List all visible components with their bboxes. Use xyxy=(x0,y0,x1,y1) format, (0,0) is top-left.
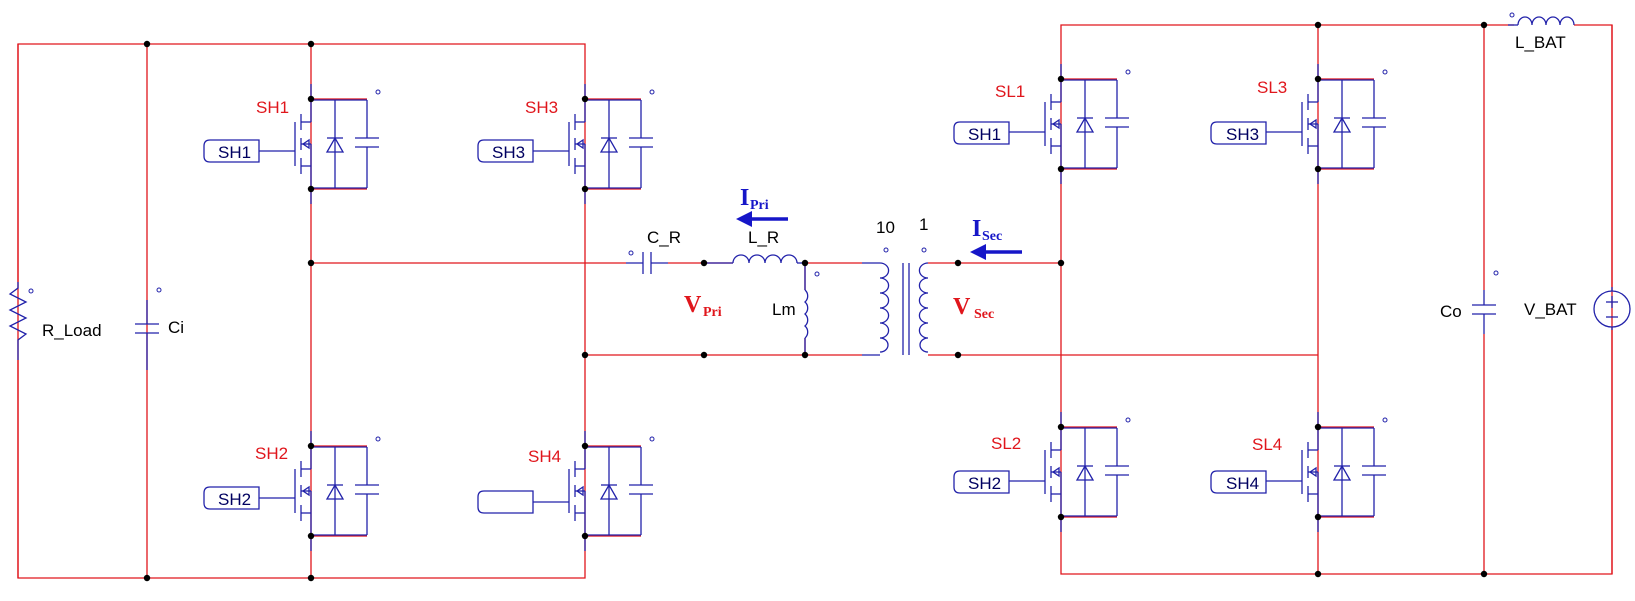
switch-sh2[interactable] xyxy=(203,430,381,552)
v-pri-annotation: V Pri xyxy=(684,292,722,320)
i-pri-symbol: I xyxy=(740,185,749,211)
sl1-label: SL1 xyxy=(995,82,1025,101)
c-r-label: C_R xyxy=(647,228,681,247)
v-sec-subscript: Sec xyxy=(974,307,994,322)
sh4-label: SH4 xyxy=(528,447,561,466)
ci-label: Ci xyxy=(168,318,184,337)
i-sec-symbol: I xyxy=(972,216,981,242)
turns-secondary: 1 xyxy=(919,215,928,234)
co-capacitor[interactable] xyxy=(1472,270,1499,334)
sh1-gate-label: SH1 xyxy=(218,143,251,162)
v-bat-label: V_BAT xyxy=(1524,300,1577,319)
lm-inductor[interactable] xyxy=(804,263,820,355)
sh3-gate-label: SH3 xyxy=(492,143,525,162)
sh2-gate-label: SH2 xyxy=(218,490,251,509)
sl1-gate-label: SH1 xyxy=(968,125,1001,144)
switch-sl1[interactable] xyxy=(953,63,1131,185)
turns-primary: 10 xyxy=(876,218,895,237)
co-label: Co xyxy=(1440,302,1462,321)
ci-capacitor[interactable] xyxy=(135,287,162,370)
switch-sh3[interactable] xyxy=(477,83,655,205)
sh3-label: SH3 xyxy=(525,98,558,117)
r-load-label: R_Load xyxy=(42,321,102,340)
v-pri-subscript: Pri xyxy=(703,305,722,320)
v-sec-annotation: V Sec xyxy=(953,294,994,322)
c-r-capacitor[interactable] xyxy=(626,250,668,274)
sl2-label: SL2 xyxy=(991,434,1021,453)
switch-sl3[interactable] xyxy=(1210,63,1388,185)
lm-label: Lm xyxy=(772,300,796,319)
v-pri-symbol: V xyxy=(684,292,702,318)
sl3-label: SL3 xyxy=(1257,78,1287,97)
sl4-gate-label: SH4 xyxy=(1226,474,1259,493)
transformer[interactable] xyxy=(862,247,929,356)
l-r-label: L_R xyxy=(748,228,779,247)
junction-dots xyxy=(143,21,1488,582)
sl4-label: SL4 xyxy=(1252,435,1282,454)
sl2-gate-label: SH2 xyxy=(968,474,1001,493)
i-sec-subscript: Sec xyxy=(982,229,1002,244)
sl3-gate-label: SH3 xyxy=(1226,125,1259,144)
i-pri-annotation: I Pri xyxy=(736,185,788,227)
sh1-label: SH1 xyxy=(256,98,289,117)
l-bat-label: L_BAT xyxy=(1515,33,1566,52)
sh2-label: SH2 xyxy=(255,444,288,463)
l-r-inductor[interactable] xyxy=(704,254,803,264)
switch-sh1[interactable] xyxy=(203,83,381,205)
switch-sl4[interactable] xyxy=(1210,411,1388,533)
i-sec-annotation: I Sec xyxy=(970,216,1022,260)
l-bat-inductor[interactable] xyxy=(1508,12,1575,28)
switch-sl2[interactable] xyxy=(953,411,1131,533)
i-pri-subscript: Pri xyxy=(750,198,769,213)
r-load-resistor[interactable] xyxy=(8,282,34,360)
secondary-wires xyxy=(928,24,1613,575)
primary-wires xyxy=(17,43,862,579)
switch-sh4[interactable] xyxy=(477,430,655,552)
v-bat-source[interactable] xyxy=(1593,287,1631,330)
v-sec-symbol: V xyxy=(953,294,971,320)
